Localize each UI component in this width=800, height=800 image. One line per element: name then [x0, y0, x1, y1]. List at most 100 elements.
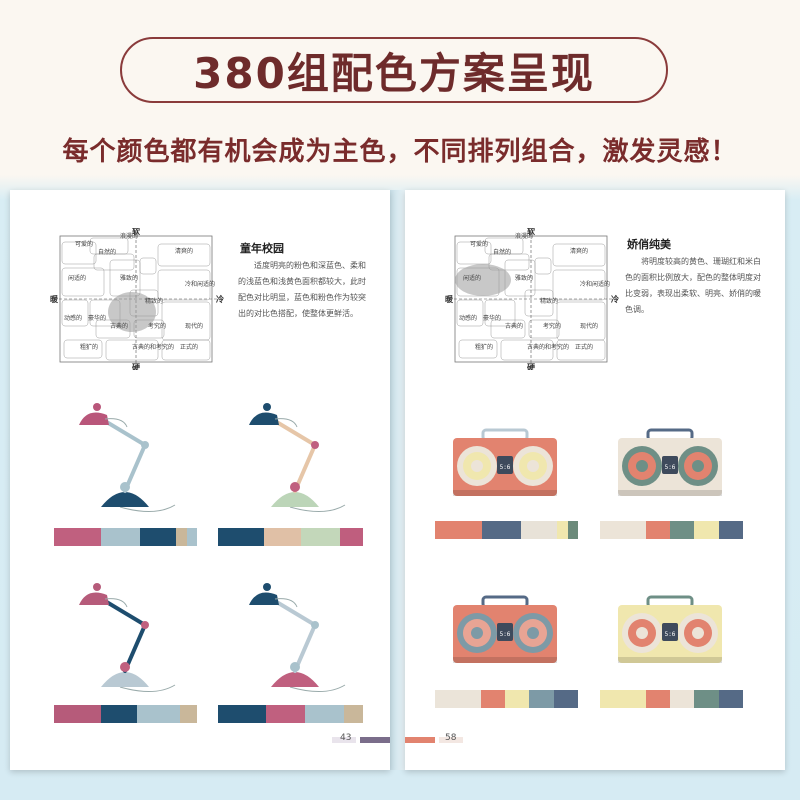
matrix-label: 现代的 [185, 322, 203, 330]
matrix-cell [500, 339, 554, 361]
matrix-label: 清爽的 [175, 247, 193, 255]
palette-swatch [645, 521, 671, 539]
matrix-label: 粗犷的 [80, 343, 98, 351]
speaker-center [471, 627, 483, 639]
lamp-illustration-2 [235, 395, 355, 524]
radio-display-text: 5:6 [665, 631, 676, 638]
page-number: 43 [340, 733, 352, 743]
color-palette-3 [54, 705, 197, 723]
palette-swatch [186, 528, 197, 546]
palette-swatch [694, 690, 719, 708]
matrix-label: 可爱的 [470, 240, 488, 248]
page-number: 58 [445, 733, 457, 743]
palette-swatch [694, 521, 719, 539]
palette-swatch [136, 705, 180, 723]
color-palette-1 [435, 521, 578, 539]
axis-left-label: 暖 [50, 294, 59, 304]
lamp-arm-upper [103, 599, 147, 627]
palette-swatch [556, 521, 568, 539]
lamp-top [263, 583, 271, 591]
matrix-cell [93, 253, 135, 271]
matrix-cell [161, 301, 211, 341]
lamp-illustration-1 [65, 395, 185, 524]
matrix-label: 古典的 [505, 322, 523, 330]
lamp-cord [119, 504, 176, 512]
matrix-cell [552, 243, 606, 267]
palette-swatch [480, 690, 506, 708]
radio-display [497, 623, 513, 641]
matrix-cell [458, 339, 498, 359]
palette-swatch [101, 528, 140, 546]
matrix-cell [456, 241, 492, 265]
left-page: 浪漫的可爱的自然的清爽的闲适的雅致的冷和闲适的动感的豪华的精致的古典的考究的现代… [10, 190, 390, 770]
speaker-center [471, 460, 483, 472]
lamp-shade [249, 592, 279, 605]
palette-swatch [435, 690, 481, 708]
palette-swatch [54, 528, 102, 546]
palette-swatch [670, 521, 695, 539]
palette-swatch [139, 528, 176, 546]
matrix-cell [61, 267, 105, 297]
banner-title: 380组配色方案呈现 [193, 48, 595, 98]
palette-swatch [101, 705, 137, 723]
radio-display [497, 456, 513, 474]
color-image-matrix: 浪漫的可爱的自然的清爽的闲适的雅致的冷和闲适的动感的豪华的精致的古典的考究的现代… [50, 228, 225, 370]
matrix-cell [556, 339, 606, 361]
axis-left-label: 暖 [445, 294, 454, 304]
matrix-label: 冷和闲适的 [580, 280, 610, 288]
lamp-cord [289, 504, 346, 512]
palette-swatch [304, 705, 345, 723]
lamp-joint [120, 482, 130, 492]
matrix-cell [105, 339, 159, 361]
matrix-label: 浪漫的 [515, 232, 533, 240]
lamp-wire [274, 418, 298, 428]
matrix-label: 浪漫的 [120, 232, 138, 240]
matrix-label: 精致的 [540, 297, 558, 305]
matrix-cell [161, 339, 211, 361]
radio-bottom-strip [453, 657, 557, 663]
axis-right-label: 冷 [216, 294, 224, 304]
speaker-center [527, 460, 539, 472]
page-tab [360, 737, 390, 743]
lamp-joint [290, 482, 300, 492]
axis-bottom-label: 硬 [527, 363, 536, 370]
matrix-label: 精致的 [145, 297, 163, 305]
lamp-arm-upper [273, 599, 317, 627]
lamp-top [263, 403, 271, 411]
matrix-label: 可爱的 [75, 240, 93, 248]
palette-swatch [339, 528, 363, 546]
color-palette-3 [435, 690, 578, 708]
section-title: 童年校园 [240, 242, 284, 255]
right-page: 浪漫的可爱的自然的清爽的闲适的雅致的冷和闲适的动感的豪华的精致的古典的考究的现代… [405, 190, 785, 770]
lamp-arm-upper [273, 419, 317, 447]
lamp-base [101, 672, 149, 687]
palette-swatch [435, 521, 483, 539]
matrix-cell [552, 269, 606, 301]
lamp-wire [274, 598, 298, 608]
book-spine [390, 190, 405, 770]
lamp-illustration-4 [235, 575, 355, 704]
matrix-label: 自然的 [98, 248, 116, 256]
matrix-label: 闲适的 [68, 274, 86, 282]
palette-swatch [300, 528, 340, 546]
lamp-joint [290, 662, 300, 672]
page-number-bar [332, 737, 356, 743]
palette-swatch [218, 705, 266, 723]
matrix-label: 动感的 [64, 314, 82, 322]
matrix-label: 古典的和考究的 [132, 343, 174, 351]
axis-right-label: 冷 [611, 294, 619, 304]
matrix-label: 动感的 [459, 314, 477, 322]
color-palette-1 [54, 528, 197, 546]
matrix-label: 闲适的 [463, 274, 481, 282]
lamp-cord [289, 684, 346, 692]
palette-swatch [600, 521, 646, 539]
radio-illustration-1: 5:6 [445, 428, 565, 507]
color-palette-4 [600, 690, 743, 708]
palette-swatch [718, 690, 743, 708]
palette-swatch [520, 521, 557, 539]
matrix-label: 豪华的 [483, 314, 501, 322]
speaker-center [692, 460, 704, 472]
matrix-label: 正式的 [180, 343, 198, 351]
lamp-shade [249, 412, 279, 425]
matrix-label: 粗犷的 [475, 343, 493, 351]
